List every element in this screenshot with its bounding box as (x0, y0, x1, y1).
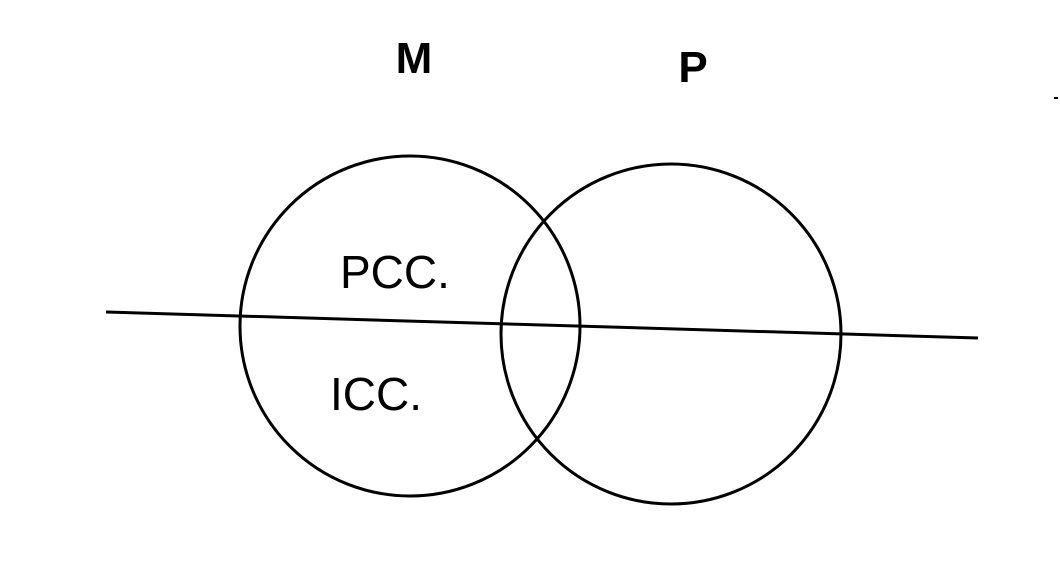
set-label-p: P (678, 43, 707, 92)
dividing-line (105, 310, 979, 340)
region-label-pcc: PCC. (340, 246, 450, 298)
set-label-m: M (396, 34, 433, 83)
circle-p (499, 162, 843, 506)
region-label-icc: ICC. (330, 368, 422, 420)
